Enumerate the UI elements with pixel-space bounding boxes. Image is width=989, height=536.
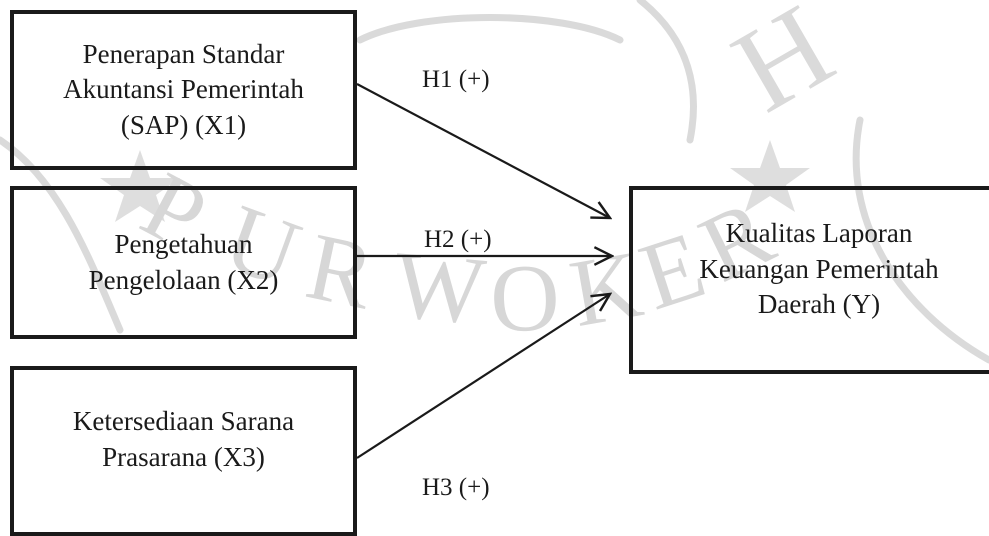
node-x2-pengetahuan: Pengetahuan Pengelolaan (X2) bbox=[10, 186, 357, 339]
hypothesis-h3-label: H3 (+) bbox=[422, 474, 490, 501]
hypothesis-h2-label: H2 (+) bbox=[424, 226, 492, 253]
node-x1-label: Penerapan Standar Akuntansi Pemerintah (… bbox=[63, 38, 304, 140]
node-x3-sarana: Ketersediaan Sarana Prasarana (X3) bbox=[10, 366, 357, 536]
arrow-h1 bbox=[356, 83, 610, 218]
arrow-h3 bbox=[356, 294, 610, 459]
node-x1-sap: Penerapan Standar Akuntansi Pemerintah (… bbox=[10, 10, 357, 170]
hypothesis-h1-label: H1 (+) bbox=[422, 66, 490, 93]
node-x3-label: Ketersediaan Sarana Prasarana (X3) bbox=[72, 406, 295, 472]
node-y-label: Kualitas Laporan Keuangan Pemerintah Dae… bbox=[699, 218, 939, 320]
node-y-kualitas: Kualitas Laporan Keuangan Pemerintah Dae… bbox=[629, 186, 989, 374]
relationship-arrows bbox=[356, 83, 989, 459]
node-x2-label: Pengetahuan Pengelolaan (X2) bbox=[88, 228, 279, 295]
